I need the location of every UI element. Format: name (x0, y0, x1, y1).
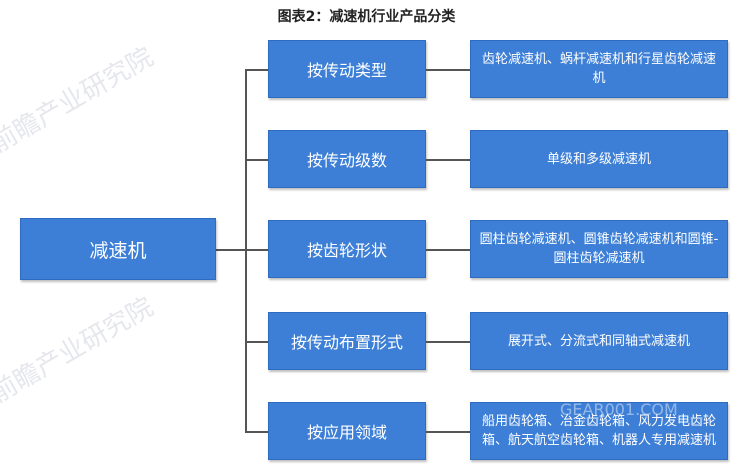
connector (426, 249, 470, 251)
category-node: 按齿轮形状 (268, 220, 426, 278)
connector (426, 431, 470, 433)
connector-trunk (245, 70, 247, 433)
detail-node: 船用齿轮箱、冶金齿轮箱、风力发电齿轮箱、航天航空齿轮箱、机器人专用减速机 (470, 402, 728, 460)
connector (426, 159, 470, 161)
connector (245, 159, 268, 161)
connector (426, 341, 470, 343)
watermark: 前瞻产业研究院 (0, 42, 159, 160)
detail-node: 单级和多级减速机 (470, 130, 728, 188)
connector (245, 341, 268, 343)
connector (245, 69, 268, 71)
connector (216, 249, 246, 251)
category-node: 按应用领域 (268, 402, 426, 460)
detail-node: 圆柱齿轮减速机、圆锥齿轮减速机和圆锥-圆柱齿轮减速机 (470, 220, 728, 278)
watermark: GEAR001.COM (560, 400, 678, 419)
connector (426, 69, 470, 71)
connector (245, 431, 268, 433)
category-node: 按传动布置形式 (268, 312, 426, 370)
detail-node: 展开式、分流式和同轴式减速机 (470, 312, 728, 370)
root-node: 减速机 (20, 218, 216, 280)
watermark: 前瞻产业研究院 (0, 292, 159, 410)
diagram-title: 图表2：减速机行业产品分类 (277, 9, 456, 25)
category-node: 按传动级数 (268, 130, 426, 188)
connector (245, 249, 268, 251)
detail-node: 齿轮减速机、蜗杆减速机和行星齿轮减速机 (470, 40, 728, 98)
category-node: 按传动类型 (268, 40, 426, 98)
